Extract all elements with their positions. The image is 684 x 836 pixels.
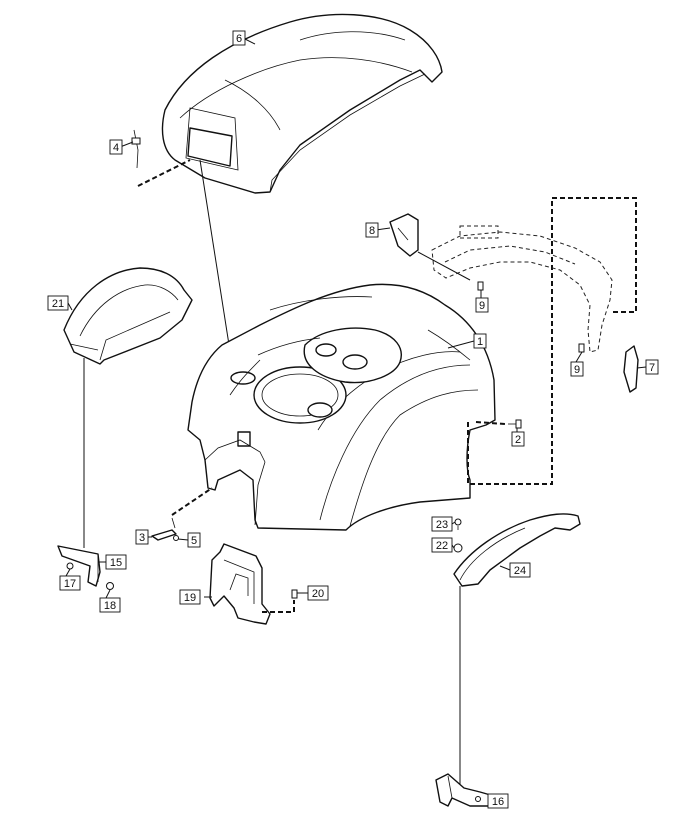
callout-label-9: 9 <box>479 300 485 312</box>
callout-box-18 <box>99 597 121 613</box>
hood-top-part <box>161 13 443 194</box>
callout-box-7 <box>645 359 659 375</box>
callout-label-5: 5 <box>191 535 197 547</box>
mount-bracket-19 <box>209 543 298 625</box>
hood-fastener <box>131 129 191 187</box>
callout-label-4: 4 <box>113 142 119 154</box>
bracket-7 <box>578 343 639 393</box>
callout-box-9 <box>475 297 489 313</box>
callout-leader-1 <box>447 340 475 349</box>
callout-label-22: 22 <box>436 540 448 552</box>
callout-box-6 <box>232 30 246 46</box>
callout-leader-23 <box>451 521 456 525</box>
callout-leader-5 <box>177 538 189 541</box>
callout-box-15 <box>105 554 127 570</box>
callout-box-19 <box>179 589 201 605</box>
callout-label-18: 18 <box>104 600 116 612</box>
callout-box-21 <box>47 295 69 311</box>
callout-leader-17 <box>65 568 71 577</box>
bracket-16 <box>435 773 495 807</box>
callout-box-2 <box>511 431 525 447</box>
callout-box-22 <box>431 537 453 553</box>
callout-box-9 <box>570 361 584 377</box>
callout-box-1 <box>473 333 487 349</box>
callout-box-4 <box>109 139 123 155</box>
callout-label-1: 1 <box>477 336 483 348</box>
callout-box-20 <box>307 585 329 601</box>
main-fender-body <box>187 197 637 531</box>
callout-leader-7 <box>636 366 647 369</box>
callout-box-3 <box>135 529 149 545</box>
callout-leader-21 <box>67 302 73 311</box>
callout-box-23 <box>431 516 453 532</box>
callout-label-2: 2 <box>515 434 521 446</box>
rear-fender-24 <box>453 513 581 785</box>
callout-box-24 <box>509 562 531 578</box>
callout-label-16: 16 <box>492 796 504 808</box>
callout-label-3: 3 <box>139 532 145 544</box>
callout-leader-9 <box>575 351 583 363</box>
callout-label-7: 7 <box>649 362 655 374</box>
side-cover-21 <box>63 267 193 365</box>
callout-label-8: 8 <box>369 225 375 237</box>
callout-label-15: 15 <box>110 557 122 569</box>
callout-label-19: 19 <box>184 592 196 604</box>
callout-label-17: 17 <box>64 578 76 590</box>
callout-label-24: 24 <box>514 565 526 577</box>
callout-label-21: 21 <box>52 298 64 310</box>
clip-3 <box>151 487 213 541</box>
callout-label-9: 9 <box>574 364 580 376</box>
callout-label-20: 20 <box>312 588 324 600</box>
callout-label-23: 23 <box>436 519 448 531</box>
callout-box-8 <box>365 222 379 238</box>
callout-box-17 <box>59 575 81 591</box>
callout-box-5 <box>187 532 201 548</box>
callout-leader-18 <box>105 589 111 599</box>
screw-2 <box>508 419 522 429</box>
bracket-15 <box>57 545 114 590</box>
callout-leader-24 <box>499 565 511 571</box>
callout-label-6: 6 <box>236 33 242 45</box>
callout-box-16 <box>487 793 509 809</box>
